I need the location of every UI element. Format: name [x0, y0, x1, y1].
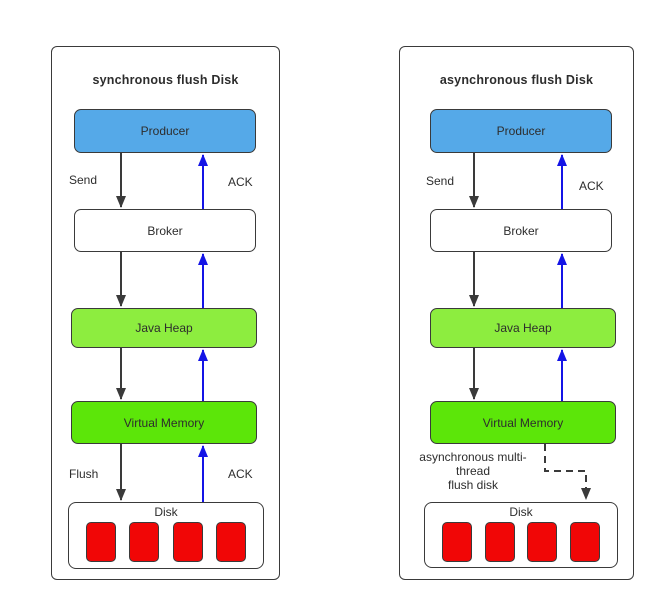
- disk-block: [570, 522, 601, 562]
- virtual-memory-node: Virtual Memory: [430, 401, 616, 444]
- disk-block: [215, 522, 246, 562]
- send-label: Send: [426, 174, 455, 188]
- disk-block: [527, 522, 558, 562]
- async-flush-note-line: flush disk: [447, 478, 499, 492]
- producer-node: Producer: [74, 109, 256, 153]
- disk-block: [484, 522, 515, 562]
- disk-block: [172, 522, 203, 562]
- ack-label: ACK: [579, 179, 604, 193]
- broker-node: Broker: [74, 209, 256, 252]
- async-flush-note: asynchronous multi- thread flush disk: [405, 450, 541, 492]
- java-heap-node: Java Heap: [430, 308, 616, 348]
- async-flush-note-line: thread: [455, 464, 491, 478]
- send-label: Send: [69, 173, 98, 187]
- disk-label: Disk: [154, 505, 178, 519]
- ack-bottom-label: ACK: [228, 467, 253, 481]
- disk-label: Disk: [509, 505, 533, 519]
- async-flush-note-line: asynchronous multi-: [419, 450, 527, 464]
- disk-block: [441, 522, 472, 562]
- disk-block: [129, 522, 160, 562]
- disk-blocks: [73, 522, 259, 562]
- panel-title: synchronous flush Disk: [92, 73, 239, 87]
- panel-title: asynchronous flush Disk: [439, 73, 594, 87]
- disk-block: [86, 522, 117, 562]
- ack-label: ACK: [228, 175, 253, 189]
- async-flush-panel: asynchronous flush Disk Producer Send AC…: [399, 46, 634, 580]
- java-heap-node: Java Heap: [71, 308, 257, 348]
- sync-flush-panel: synchronous flush Disk Producer Send ACK…: [51, 46, 280, 580]
- broker-node: Broker: [430, 209, 612, 252]
- producer-node: Producer: [430, 109, 612, 153]
- virtual-memory-node: Virtual Memory: [71, 401, 257, 444]
- disk-node: Disk: [424, 502, 618, 568]
- flush-label: Flush: [69, 467, 99, 481]
- disk-node: Disk: [68, 502, 264, 569]
- async-flush-dashed-arrow: [544, 444, 591, 500]
- disk-blocks: [429, 522, 613, 562]
